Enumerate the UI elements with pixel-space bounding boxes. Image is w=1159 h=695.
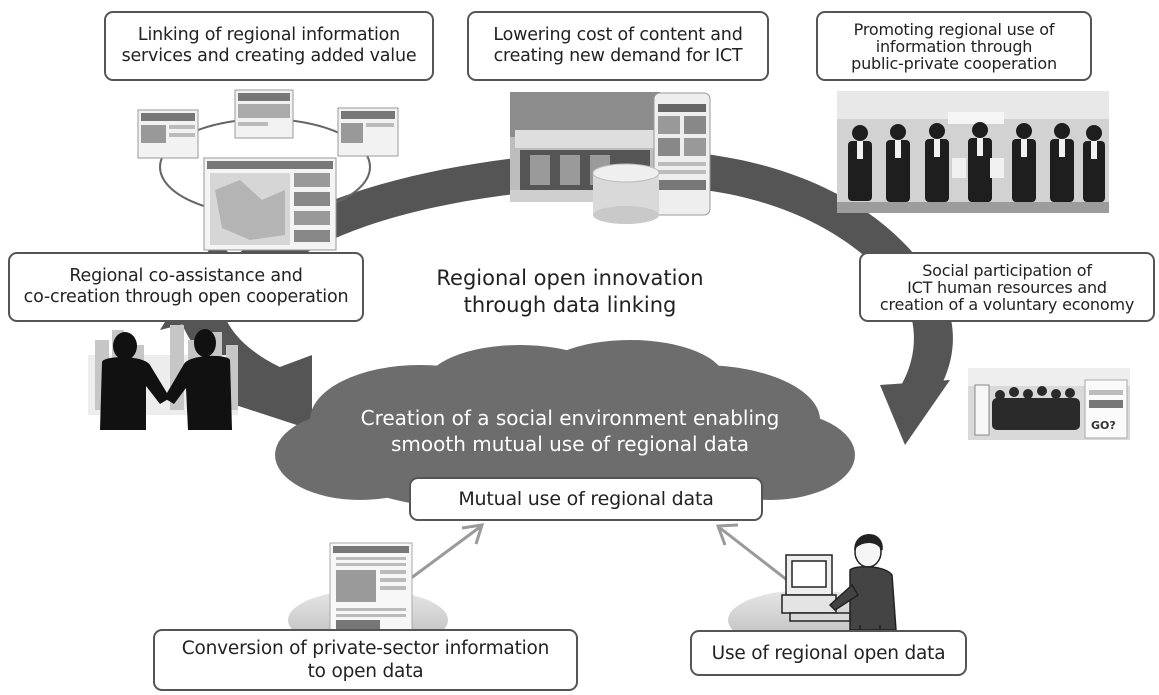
cloud-label-line2: smooth mutual use of regional data [391, 432, 749, 456]
box-conversion-private: Conversion of private-sector information… [153, 629, 578, 691]
box-social-participation-line2: ICT human resources and [907, 277, 1107, 297]
photo-caption: GO? [1091, 419, 1116, 432]
box-mutual-use-label: Mutual use of regional data [458, 487, 714, 510]
box-linking-services-line2: services and creating added value [121, 46, 417, 66]
box-co-assistance-line2: co-creation through open cooperation [23, 287, 349, 307]
box-lowering-cost: Lowering cost of content and creating ne… [467, 11, 769, 81]
cloud-shape [275, 340, 855, 515]
box-social-participation: Social participation of ICT human resour… [859, 252, 1155, 322]
box-public-private-line1: Promoting regional use of [853, 19, 1055, 39]
box-mutual-use: Mutual use of regional data [409, 477, 763, 521]
center-label: Regional open innovation through data li… [425, 265, 715, 319]
participants-photo [968, 368, 1130, 440]
cloud-label-line1: Creation of a social environment enablin… [360, 406, 780, 430]
box-linking-services-line1: Linking of regional information [137, 25, 401, 45]
computer-user-illustration [781, 534, 897, 645]
box-conversion-private-line2: to open data [307, 661, 424, 682]
cloud-label: Creation of a social environment enablin… [340, 405, 800, 457]
box-social-participation-line1: Social participation of [922, 260, 1092, 280]
box-social-participation-line3: creation of a voluntary economy [879, 294, 1135, 314]
box-lowering-cost-line1: Lowering cost of content and [493, 25, 743, 45]
box-public-private: Promoting regional use of information th… [816, 11, 1092, 81]
officials-photo [837, 91, 1109, 213]
box-use-open-data-label: Use of regional open data [711, 642, 946, 664]
box-use-open-data: Use of regional open data [690, 630, 967, 676]
center-label-line2: through data linking [463, 293, 677, 317]
box-public-private-line3: public-private cooperation [851, 53, 1057, 73]
linked-services-image [137, 89, 399, 251]
box-linking-services: Linking of regional information services… [104, 11, 434, 81]
center-label-line1: Regional open innovation [436, 266, 704, 290]
box-lowering-cost-line2: creating new demand for ICT [493, 46, 743, 66]
store-and-phone-image [510, 92, 711, 224]
box-conversion-private-line1: Conversion of private-sector information [181, 638, 550, 659]
box-co-assistance-line1: Regional co-assistance and [69, 266, 303, 286]
box-co-assistance: Regional co-assistance and co-creation t… [8, 252, 364, 322]
handshake-image [88, 325, 238, 430]
box-public-private-line2: information through [875, 36, 1033, 56]
